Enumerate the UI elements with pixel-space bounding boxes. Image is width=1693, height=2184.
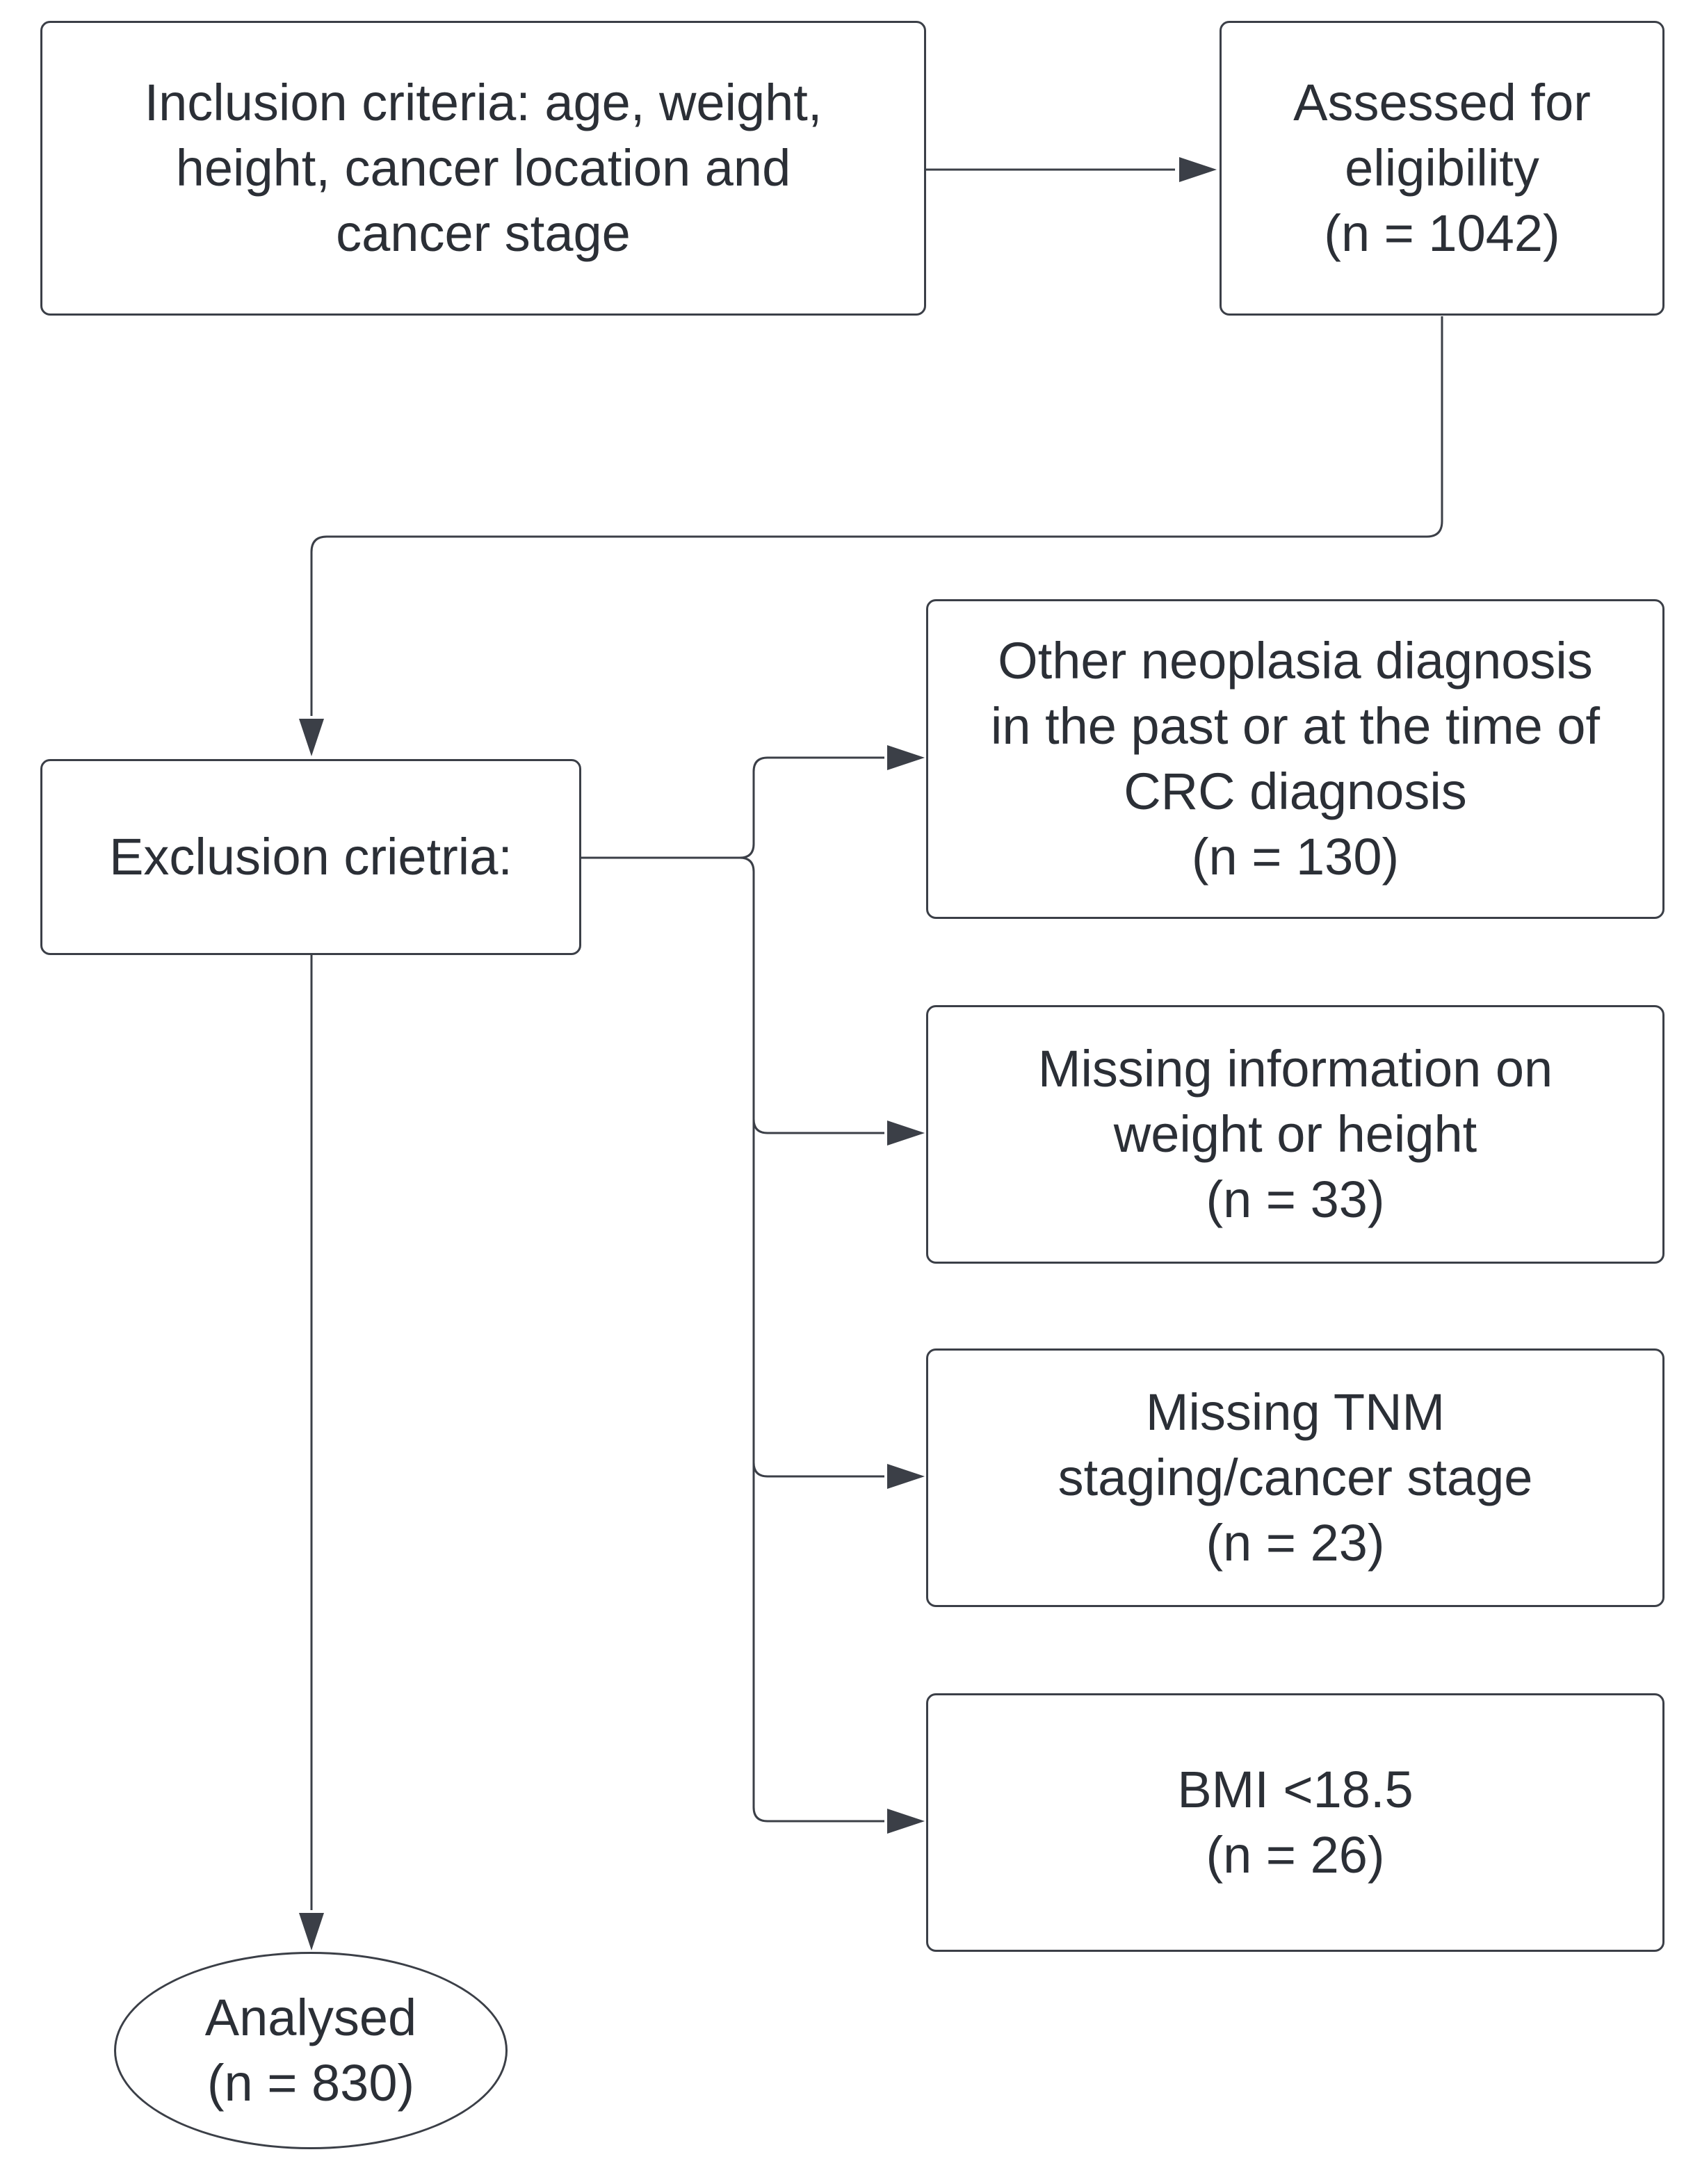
missing-tnm-line-1: Missing TNM — [1145, 1383, 1445, 1441]
arrow-exclusion-to-bmi — [887, 1809, 925, 1834]
arrow-exclusion-to-missing-tnm — [887, 1464, 925, 1489]
arrow-exclusion-to-missing-weight — [887, 1120, 925, 1146]
missing-weight-count: (n = 33) — [1206, 1171, 1385, 1228]
missing-weight-line-2: weight or height — [1113, 1105, 1477, 1163]
arrow-exclusion-to-other-neoplasia — [887, 745, 925, 770]
arrow-exclusion-to-analysed — [299, 1913, 324, 1950]
edge-assessed-to-exclusion — [310, 316, 1443, 716]
missing-weight-height-box: Missing information on weight or height … — [926, 1005, 1664, 1264]
missing-tnm-staging-box: Missing TNM staging/cancer stage (n = 23… — [926, 1348, 1664, 1607]
other-neoplasia-box: Other neoplasia diagnosis in the past or… — [926, 599, 1664, 919]
edge-exclusion-to-missing-weight — [752, 1118, 884, 1134]
exclusion-criteria-box: Exclusion crietria: — [40, 759, 581, 955]
analysed-label: Analysed — [204, 1989, 417, 2046]
assessed-line-2: eligibility — [1345, 139, 1539, 197]
bmi-count: (n = 26) — [1206, 1826, 1385, 1884]
assessed-line-1: Assessed for — [1293, 74, 1591, 131]
missing-tnm-line-2: staging/cancer stage — [1058, 1449, 1533, 1506]
bmi-box: BMI <18.5 (n = 26) — [926, 1693, 1664, 1952]
exclusion-criteria-label: Exclusion crietria: — [109, 828, 512, 886]
other-neoplasia-count: (n = 130) — [1191, 828, 1400, 886]
assessed-count: (n = 1042) — [1324, 204, 1560, 262]
arrow-inclusion-to-assessed — [1179, 157, 1217, 182]
missing-weight-line-1: Missing information on — [1037, 1040, 1553, 1098]
edge-exclusion-to-other-neoplasia — [739, 756, 884, 859]
bmi-line-1: BMI <18.5 — [1177, 1761, 1413, 1818]
inclusion-criteria-line-3: cancer stage — [336, 204, 631, 262]
inclusion-criteria-line-1: Inclusion criteria: age, weight, — [144, 74, 823, 131]
other-neoplasia-line-2: in the past or at the time of — [990, 697, 1601, 755]
edge-exclusion-to-missing-tnm — [752, 1462, 884, 1478]
assessed-eligibility-box: Assessed for eligibility (n = 1042) — [1220, 21, 1664, 316]
analysed-count: (n = 830) — [206, 2054, 415, 2112]
arrow-assessed-to-exclusion — [299, 719, 324, 756]
other-neoplasia-line-1: Other neoplasia diagnosis — [998, 632, 1593, 690]
missing-tnm-count: (n = 23) — [1206, 1514, 1385, 1572]
inclusion-criteria-line-2: height, cancer location and — [175, 139, 791, 197]
inclusion-criteria-box: Inclusion criteria: age, weight, height,… — [40, 21, 926, 316]
edge-exclusion-branch-down — [739, 856, 768, 1823]
analysed-terminal: Analysed (n = 830) — [114, 1952, 508, 2149]
other-neoplasia-line-3: CRC diagnosis — [1124, 763, 1467, 820]
